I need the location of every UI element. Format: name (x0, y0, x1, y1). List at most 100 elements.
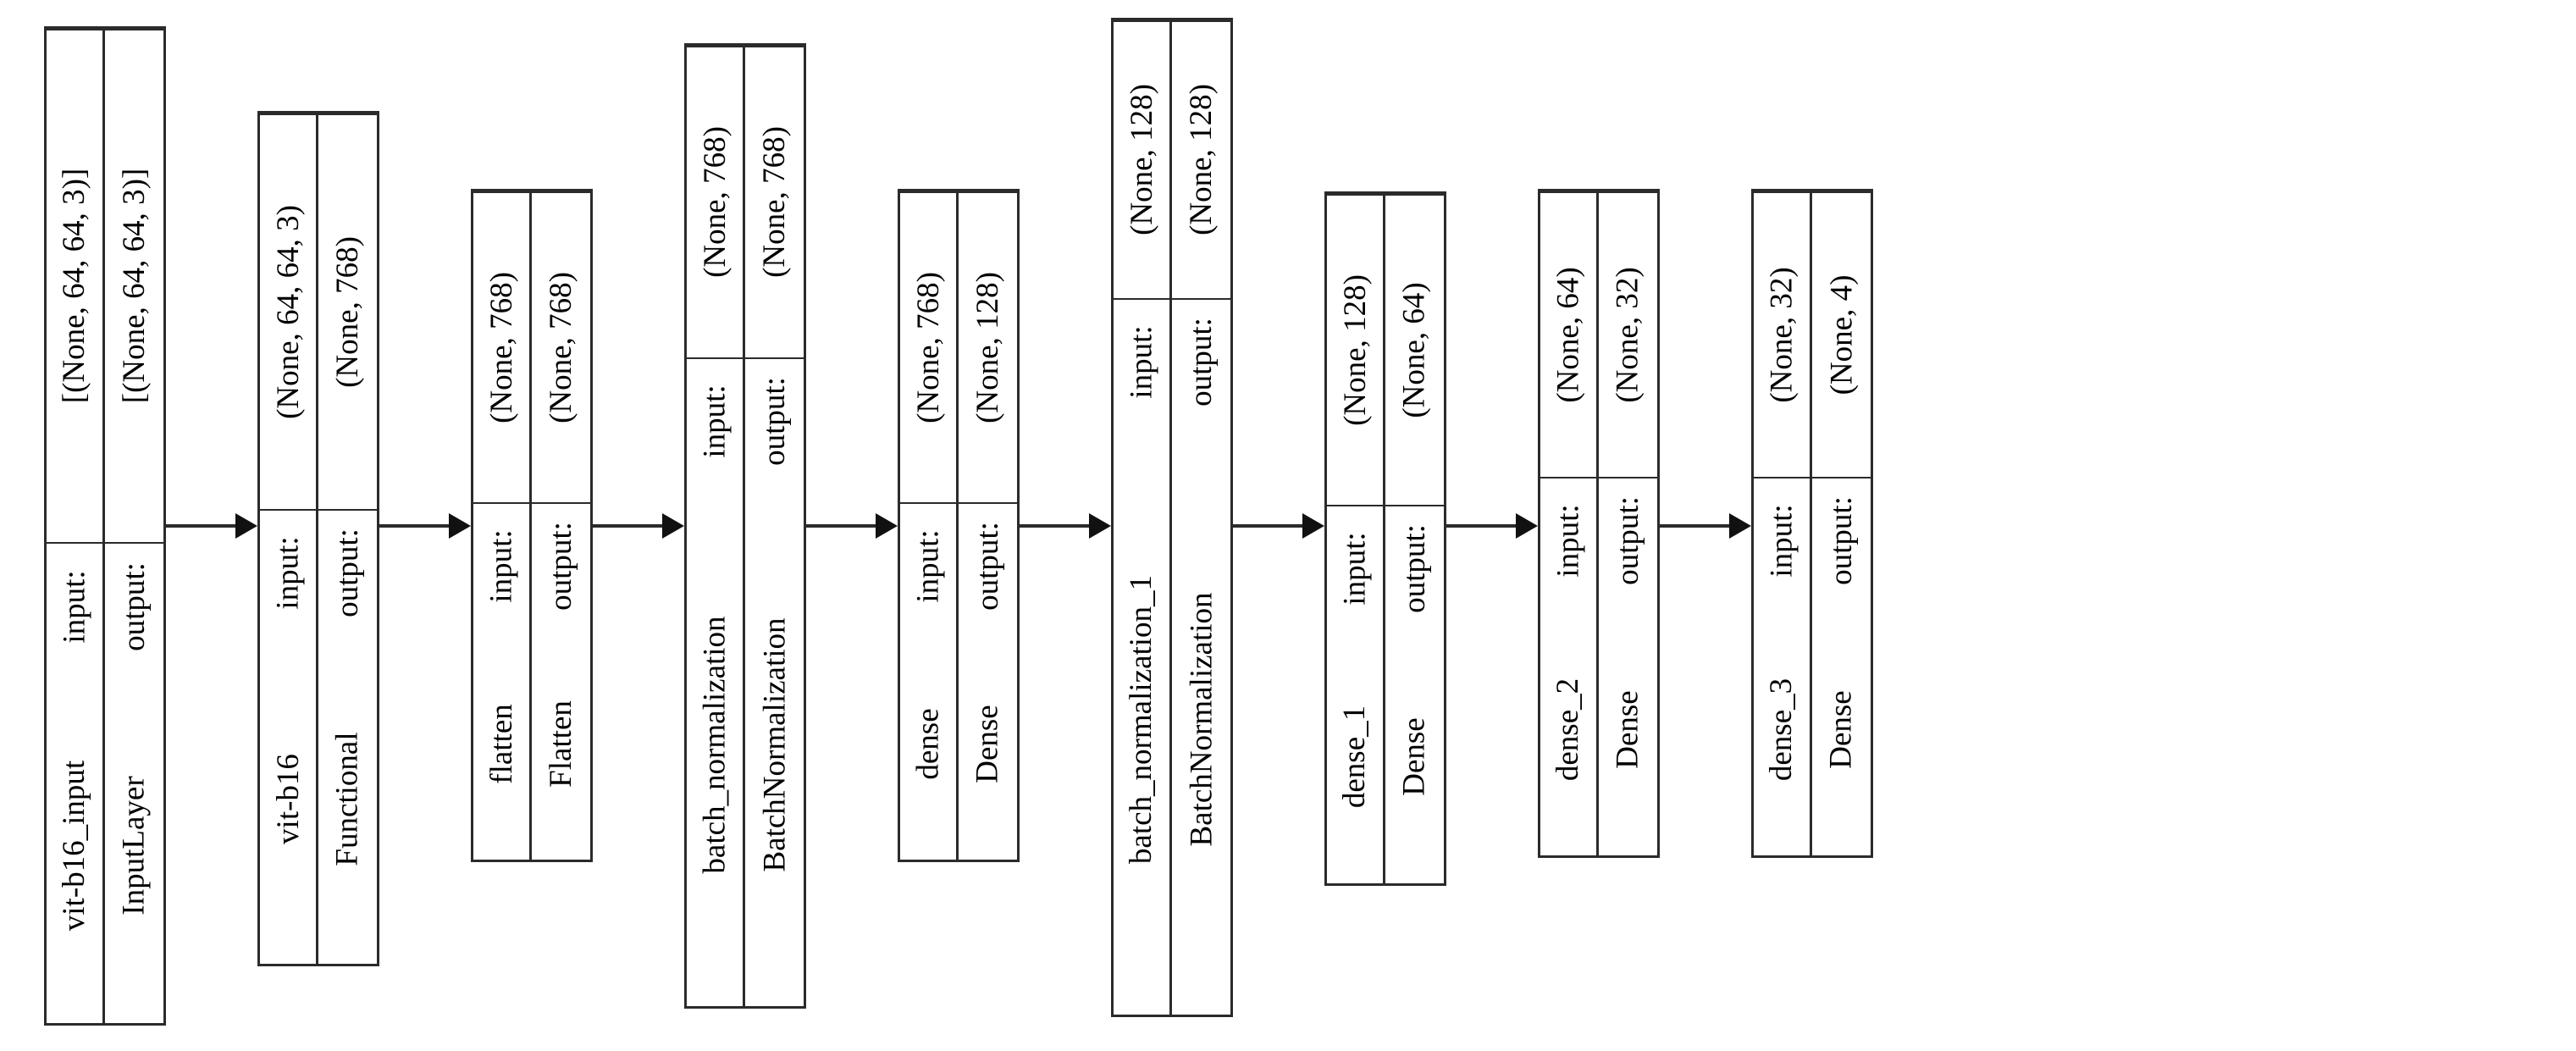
layer-name-cell: dense_2 (1540, 603, 1596, 855)
output-label-text: output: (1611, 496, 1645, 586)
layer-class-text: Dense (1824, 689, 1859, 769)
node-input-column: dense_2 input: (None, 64) (1540, 191, 1599, 855)
layer-name-text: vit-b16 (270, 754, 306, 845)
input-label-text: input: (1551, 504, 1586, 578)
arrow-shaft (806, 523, 876, 528)
layer-class-text: Dense (970, 705, 1005, 783)
node-output-column: Dense output: (None, 4) (1812, 191, 1871, 855)
arrow-shaft (1233, 523, 1302, 528)
arrow-head (1302, 512, 1324, 539)
layer-class-cell: BatchNormalization (1172, 424, 1230, 1014)
output-shape-cell: [(None, 64, 64, 3)] (105, 28, 163, 543)
output-shape-text: (None, 32) (1611, 267, 1646, 403)
layer-class-text: BatchNormalization (757, 617, 793, 872)
arrow-right-icon-2 (379, 512, 471, 539)
input-shape-cell: (None, 32) (1754, 191, 1810, 477)
layer-name-cell: flatten (473, 628, 529, 860)
output-label-text: output: (1184, 318, 1219, 407)
layer-node-dense_2[interactable]: dense_2 input: (None, 64) Dense output: … (1538, 189, 1660, 858)
layer-node-vit-b16[interactable]: vit-b16 input: (None, 64, 64, 3) Functio… (257, 110, 379, 966)
output-label-text: output: (757, 376, 792, 466)
output-shape-text: (None, 128) (1184, 84, 1219, 236)
node-output-column: Dense output: (None, 128) (959, 191, 1017, 860)
layer-class-cell: Dense (1812, 603, 1871, 855)
arrow-head (662, 512, 684, 539)
input-shape-text: [(None, 64, 64, 3)] (57, 169, 92, 404)
node-input-column: flatten input: (None, 768) (473, 191, 532, 860)
layer-node-batch_normalization_1[interactable]: batch_normalization_1 input: (None, 128)… (1111, 17, 1233, 1017)
layer-node-dense_3[interactable]: dense_3 input: (None, 32) Dense output: … (1751, 189, 1873, 858)
output-shape-cell: (None, 64) (1385, 193, 1444, 505)
arrow-head (1516, 512, 1538, 539)
output-shape-text: (None, 768) (757, 126, 793, 278)
arrow-right-icon-3 (593, 512, 684, 539)
input-label-text: input: (1337, 532, 1373, 606)
output-shape-cell: (None, 4) (1812, 191, 1871, 477)
output-shape-cell: (None, 128) (1172, 19, 1230, 298)
layer-name-cell: vit-b16 (260, 635, 316, 964)
arrow-shaft (1020, 523, 1089, 528)
output-label-text: output: (970, 522, 1005, 611)
layer-name-text: dense_3 (1764, 678, 1799, 781)
input-shape-text: (None, 768) (697, 126, 732, 278)
node-output-column: BatchNormalization output: (None, 768) (745, 45, 804, 1006)
arrow-shaft (379, 523, 449, 528)
layer-node-vit-b16_input[interactable]: vit-b16_input input: [(None, 64, 64, 3)]… (44, 25, 166, 1026)
output-shape-cell: (None, 32) (1599, 191, 1657, 477)
arrow-right-icon-4 (806, 512, 898, 539)
layer-name-cell: batch_normalization (687, 484, 743, 1006)
output-label-text: output: (544, 522, 578, 611)
layer-class-text: Dense (1611, 689, 1645, 769)
input-shape-cell: (None, 128) (1327, 193, 1383, 505)
input-label-cell: input: (260, 508, 316, 635)
arrow-head (1089, 512, 1111, 539)
node-input-column: batch_normalization_1 input: (None, 128) (1114, 19, 1172, 1015)
layer-name-text: vit-b16_input (57, 760, 92, 932)
output-shape-text: (None, 64) (1397, 281, 1433, 418)
layer-class-cell: Flatten (532, 628, 590, 860)
input-label-text: input: (910, 529, 946, 603)
output-label-cell: output: (1172, 297, 1230, 424)
input-label-cell: input: (900, 502, 956, 628)
layer-name-text: dense (910, 708, 946, 780)
arrow-right-icon-8 (1660, 512, 1751, 539)
output-label-cell: output: (318, 508, 377, 635)
node-input-column: dense_1 input: (None, 128) (1327, 193, 1385, 883)
input-shape-text: (None, 128) (1337, 274, 1373, 426)
node-input-column: dense input: (None, 768) (900, 191, 959, 860)
layer-name-cell: dense_1 (1327, 631, 1383, 883)
arrow-right-icon-6 (1233, 512, 1324, 539)
input-label-cell: input: (687, 357, 743, 484)
arrow-shaft (1446, 523, 1516, 528)
output-label-cell: output: (1599, 477, 1657, 603)
output-label-text: output: (330, 528, 365, 617)
input-label-text: input: (1124, 325, 1159, 399)
input-label-cell: input: (473, 502, 529, 628)
layer-node-batch_normalization[interactable]: batch_normalization input: (None, 768) B… (684, 42, 806, 1009)
layer-class-text: Flatten (544, 700, 579, 788)
layer-node-dense_1[interactable]: dense_1 input: (None, 128) Dense output:… (1324, 191, 1446, 886)
layer-node-dense[interactable]: dense input: (None, 768) Dense output: (… (898, 189, 1020, 862)
input-label-cell: input: (1114, 297, 1169, 424)
input-label-text: input: (57, 569, 92, 644)
output-label-text: output: (1397, 523, 1432, 613)
arrow-shaft (166, 523, 235, 528)
input-shape-text: (None, 32) (1764, 267, 1799, 403)
input-label-cell: input: (1754, 477, 1810, 603)
layer-node-flatten[interactable]: flatten input: (None, 768) Flatten outpu… (471, 189, 593, 862)
layer-class-text: Dense (1397, 717, 1432, 796)
input-label-text: input: (697, 384, 732, 458)
output-label-cell: output: (959, 502, 1017, 628)
input-shape-cell: (None, 64) (1540, 191, 1596, 477)
input-label-text: input: (270, 536, 306, 610)
layer-name-cell: batch_normalization_1 (1114, 424, 1169, 1014)
layer-class-cell: Dense (959, 628, 1017, 860)
input-shape-text: (None, 768) (484, 272, 519, 424)
layer-class-text: Functional (330, 732, 366, 866)
node-output-column: InputLayer output: [(None, 64, 64, 3)] (105, 28, 163, 1023)
arrow-head (235, 512, 257, 539)
input-shape-cell: (None, 128) (1114, 19, 1169, 298)
node-input-column: batch_normalization input: (None, 768) (687, 45, 745, 1006)
node-output-column: Functional output: (None, 768) (318, 113, 377, 964)
output-shape-cell: (None, 768) (532, 191, 590, 502)
